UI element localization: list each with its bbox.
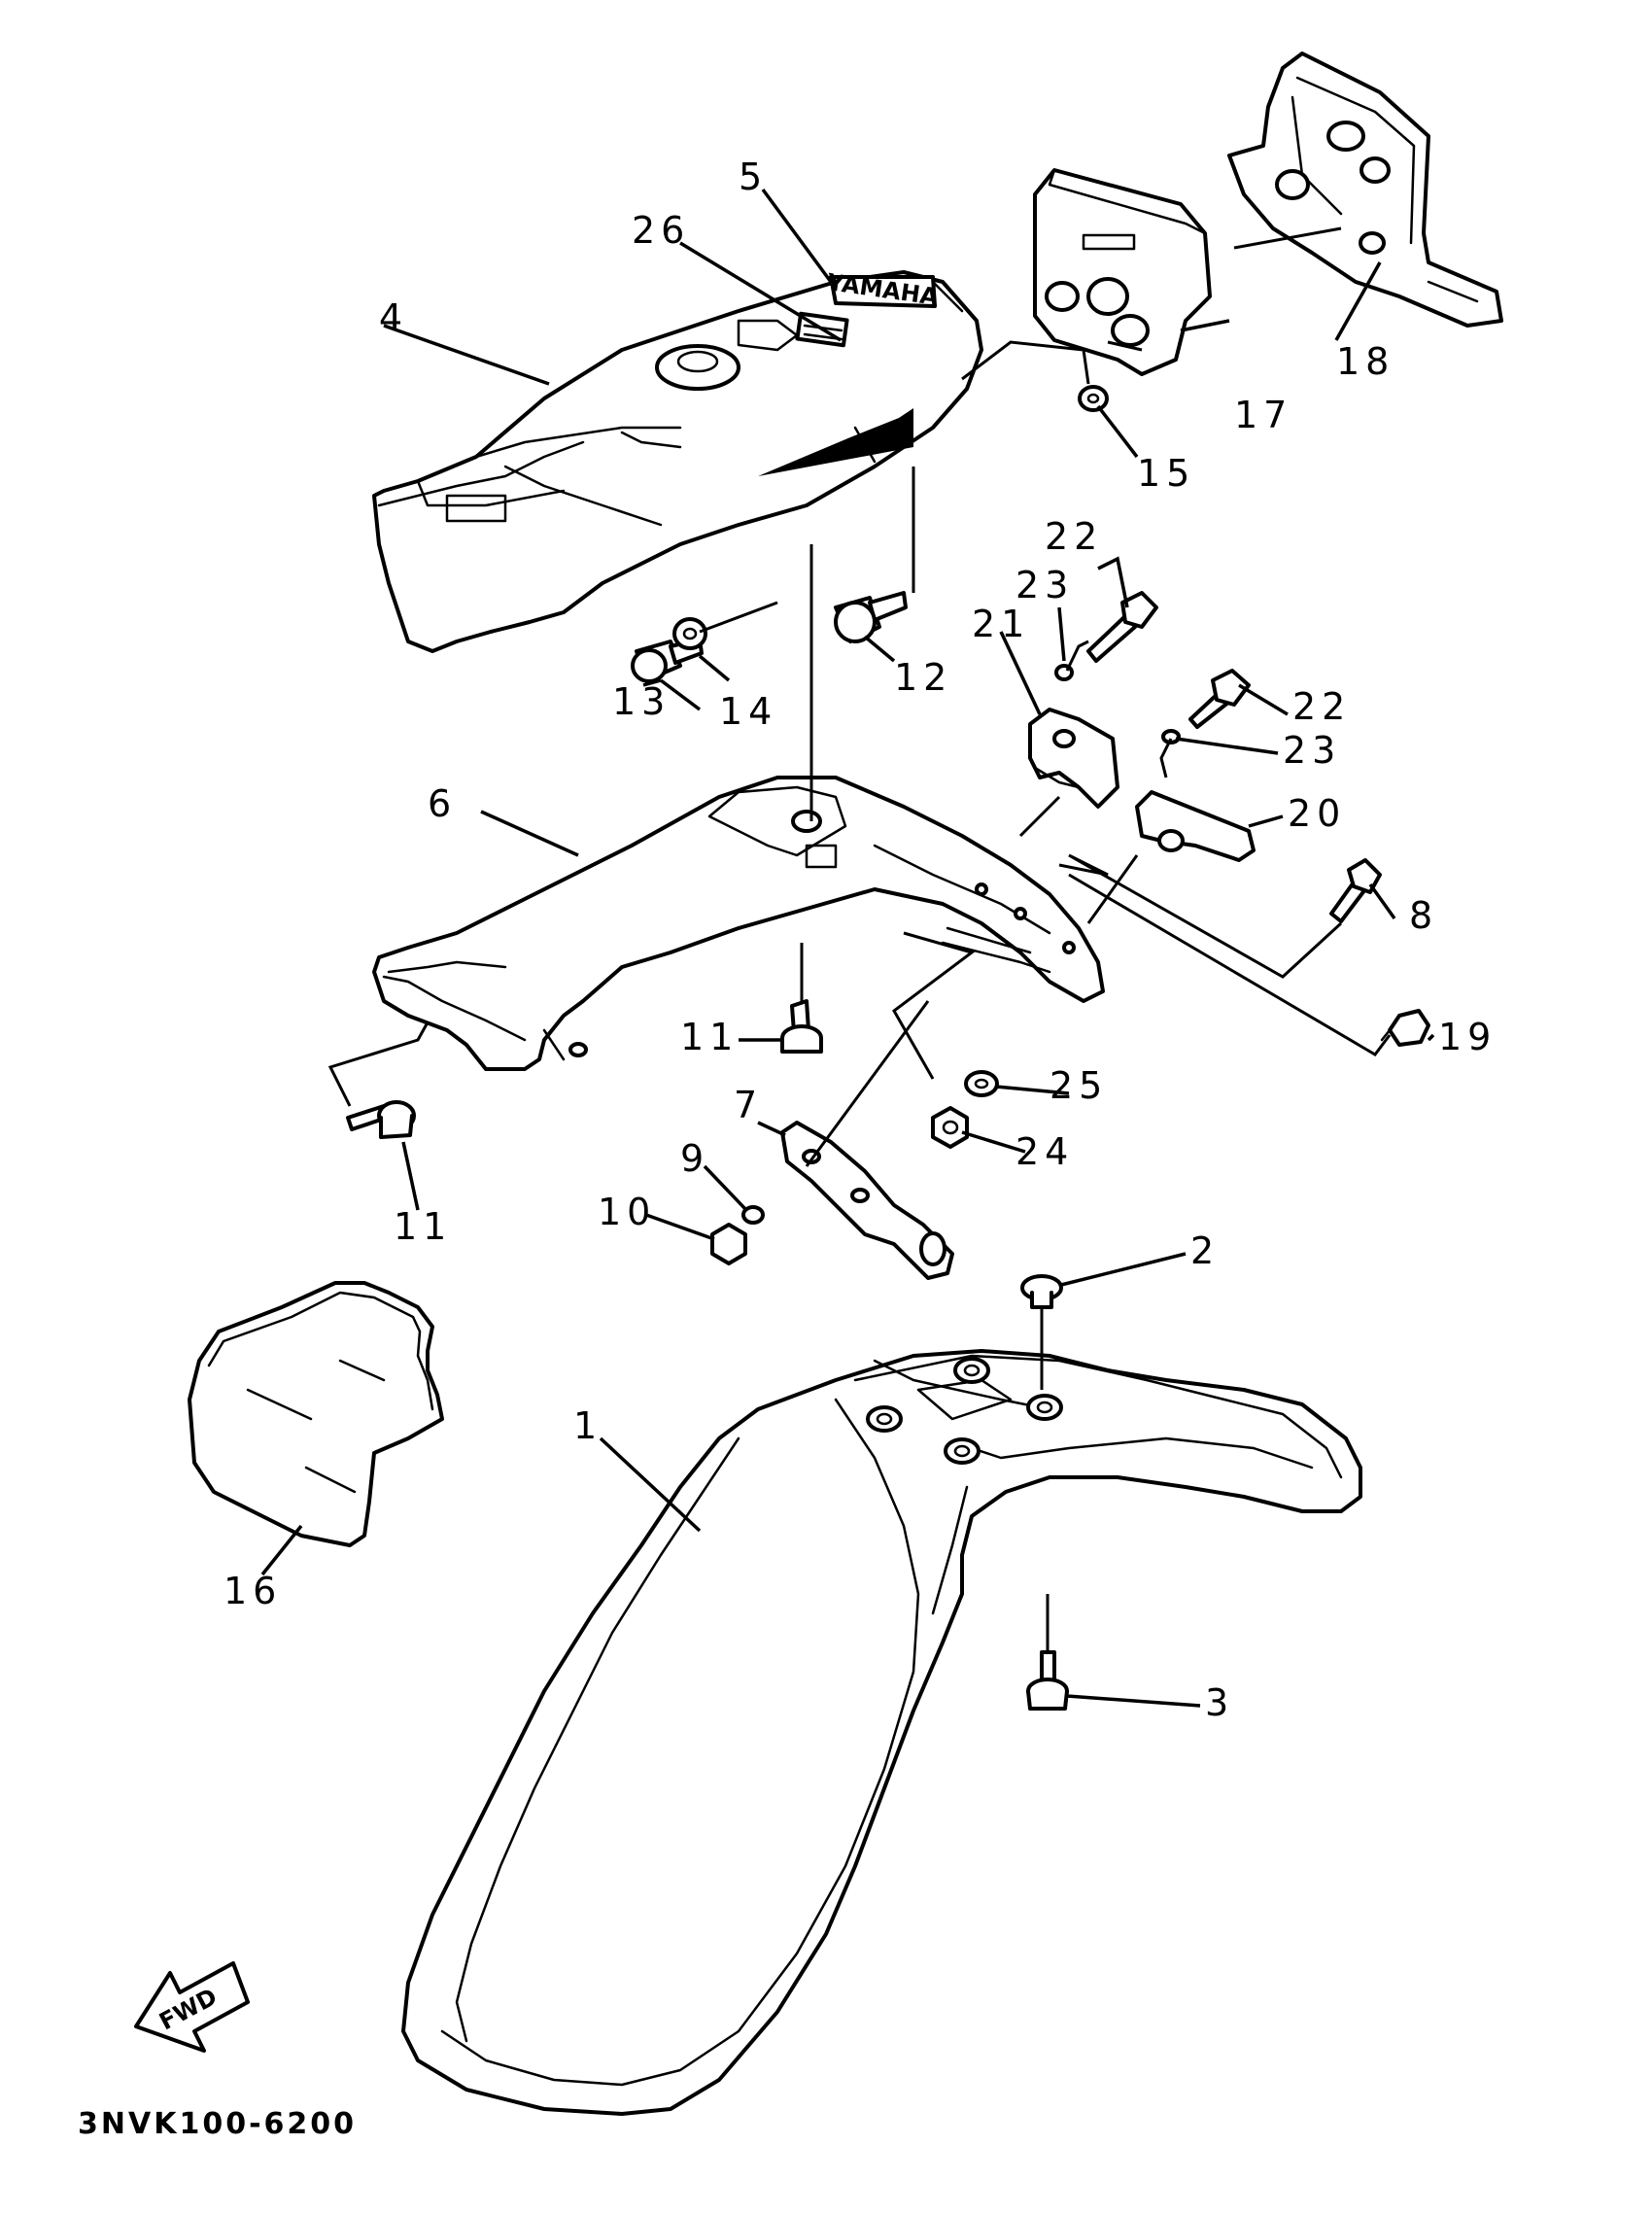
assembly-axis-line (699, 601, 778, 634)
assembly-axis-line (1058, 853, 1343, 979)
callout-15[interactable]: 15 (1137, 452, 1195, 495)
callout-leaders (260, 188, 1435, 1708)
part-19-clip[interactable] (1380, 1009, 1430, 1047)
part-10-nut[interactable] (710, 1223, 747, 1265)
callout-2[interactable]: 2 (1190, 1229, 1220, 1272)
part-6-inner-fender[interactable] (372, 776, 1105, 1071)
callout-20[interactable]: 20 (1288, 792, 1346, 835)
part-22-bolt-lower[interactable] (1188, 669, 1251, 729)
assembly-axis-line (1159, 738, 1173, 778)
part-23-washer-lower[interactable] (1161, 729, 1181, 744)
part-22-bolt-upper[interactable] (1086, 591, 1158, 663)
part-18-plate[interactable] (1227, 52, 1503, 328)
callout-3[interactable]: 3 (1205, 1681, 1234, 1724)
callout-22-lower[interactable]: 22 (1292, 685, 1351, 728)
part-3-bolt[interactable] (1026, 1650, 1069, 1711)
callout-22-upper[interactable]: 22 (1045, 515, 1103, 558)
assembly-axis-line (1018, 795, 1061, 838)
callout-8[interactable]: 8 (1409, 894, 1438, 937)
callout-21[interactable]: 21 (972, 603, 1030, 645)
part-25-washer[interactable] (964, 1070, 999, 1097)
callout-18[interactable]: 18 (1336, 340, 1394, 383)
assembly-axis-line (805, 1000, 930, 1167)
callout-25[interactable]: 25 (1050, 1064, 1108, 1107)
part-12-bolt[interactable] (834, 591, 908, 643)
callout-16[interactable]: 16 (224, 1570, 282, 1612)
assembly-axis-line (327, 1021, 430, 1107)
part-14-washer[interactable] (672, 617, 707, 650)
callout-14[interactable]: 14 (719, 690, 777, 733)
part-1-rear-fender[interactable] (401, 1349, 1362, 2116)
callout-12[interactable]: 12 (894, 656, 952, 699)
diagram-code: 3NVK100-6200 (78, 2107, 357, 2141)
part-15-washer[interactable] (1078, 385, 1109, 412)
assembly-axis-line (892, 931, 976, 1080)
callout-24[interactable]: 24 (1015, 1130, 1074, 1173)
part-7-bracket[interactable] (780, 1121, 954, 1280)
assembly-axis-line (1233, 226, 1342, 250)
part-5-emblem[interactable]: YAMAHA (825, 268, 941, 311)
callout-1[interactable]: 1 (573, 1404, 602, 1447)
callout-11-left[interactable]: 11 (394, 1205, 452, 1248)
callout-19[interactable]: 19 (1438, 1016, 1497, 1058)
callout-4[interactable]: 4 (379, 296, 408, 339)
callout-6[interactable]: 6 (428, 782, 457, 825)
part-21-stay[interactable] (1028, 708, 1119, 809)
assembly-axis-line (1065, 640, 1089, 672)
part-11-bolt-left[interactable] (346, 1100, 416, 1139)
callout-17[interactable]: 17 (1234, 394, 1292, 436)
part-20-stay[interactable] (1135, 790, 1256, 862)
callout-23-lower[interactable]: 23 (1283, 729, 1341, 772)
fwd-arrow-icon: FWD (134, 1961, 250, 2053)
assembly-axis-line (961, 340, 1090, 385)
callout-11-center[interactable]: 11 (680, 1016, 739, 1058)
part-8-bolt[interactable] (1329, 858, 1382, 923)
callout-23-upper[interactable]: 23 (1015, 564, 1074, 606)
callout-labels: 5 26 4 17 18 15 22 23 21 12 13 14 22 23 … (224, 156, 1497, 1724)
assembly-axis-line (1068, 873, 1392, 1056)
assembly-axis-line (1107, 340, 1143, 352)
part-17-block[interactable] (1033, 168, 1212, 376)
callout-9[interactable]: 9 (680, 1137, 709, 1180)
part-24-nut[interactable] (931, 1106, 969, 1149)
hidden-edge-line (758, 408, 913, 476)
callout-10[interactable]: 10 (598, 1191, 656, 1233)
part-9-washer[interactable] (741, 1205, 765, 1225)
part-4-seat-cowl[interactable] (372, 270, 983, 653)
callout-26[interactable]: 26 (632, 209, 690, 252)
part-16-mud-flap[interactable] (188, 1281, 444, 1547)
part-11-bolt-center[interactable] (780, 999, 823, 1054)
callout-5[interactable]: 5 (739, 156, 768, 198)
part-2-collar[interactable] (1020, 1274, 1063, 1309)
callout-7[interactable]: 7 (734, 1084, 763, 1126)
assembly-axis-line (1086, 854, 1139, 924)
callout-13[interactable]: 13 (612, 680, 671, 723)
